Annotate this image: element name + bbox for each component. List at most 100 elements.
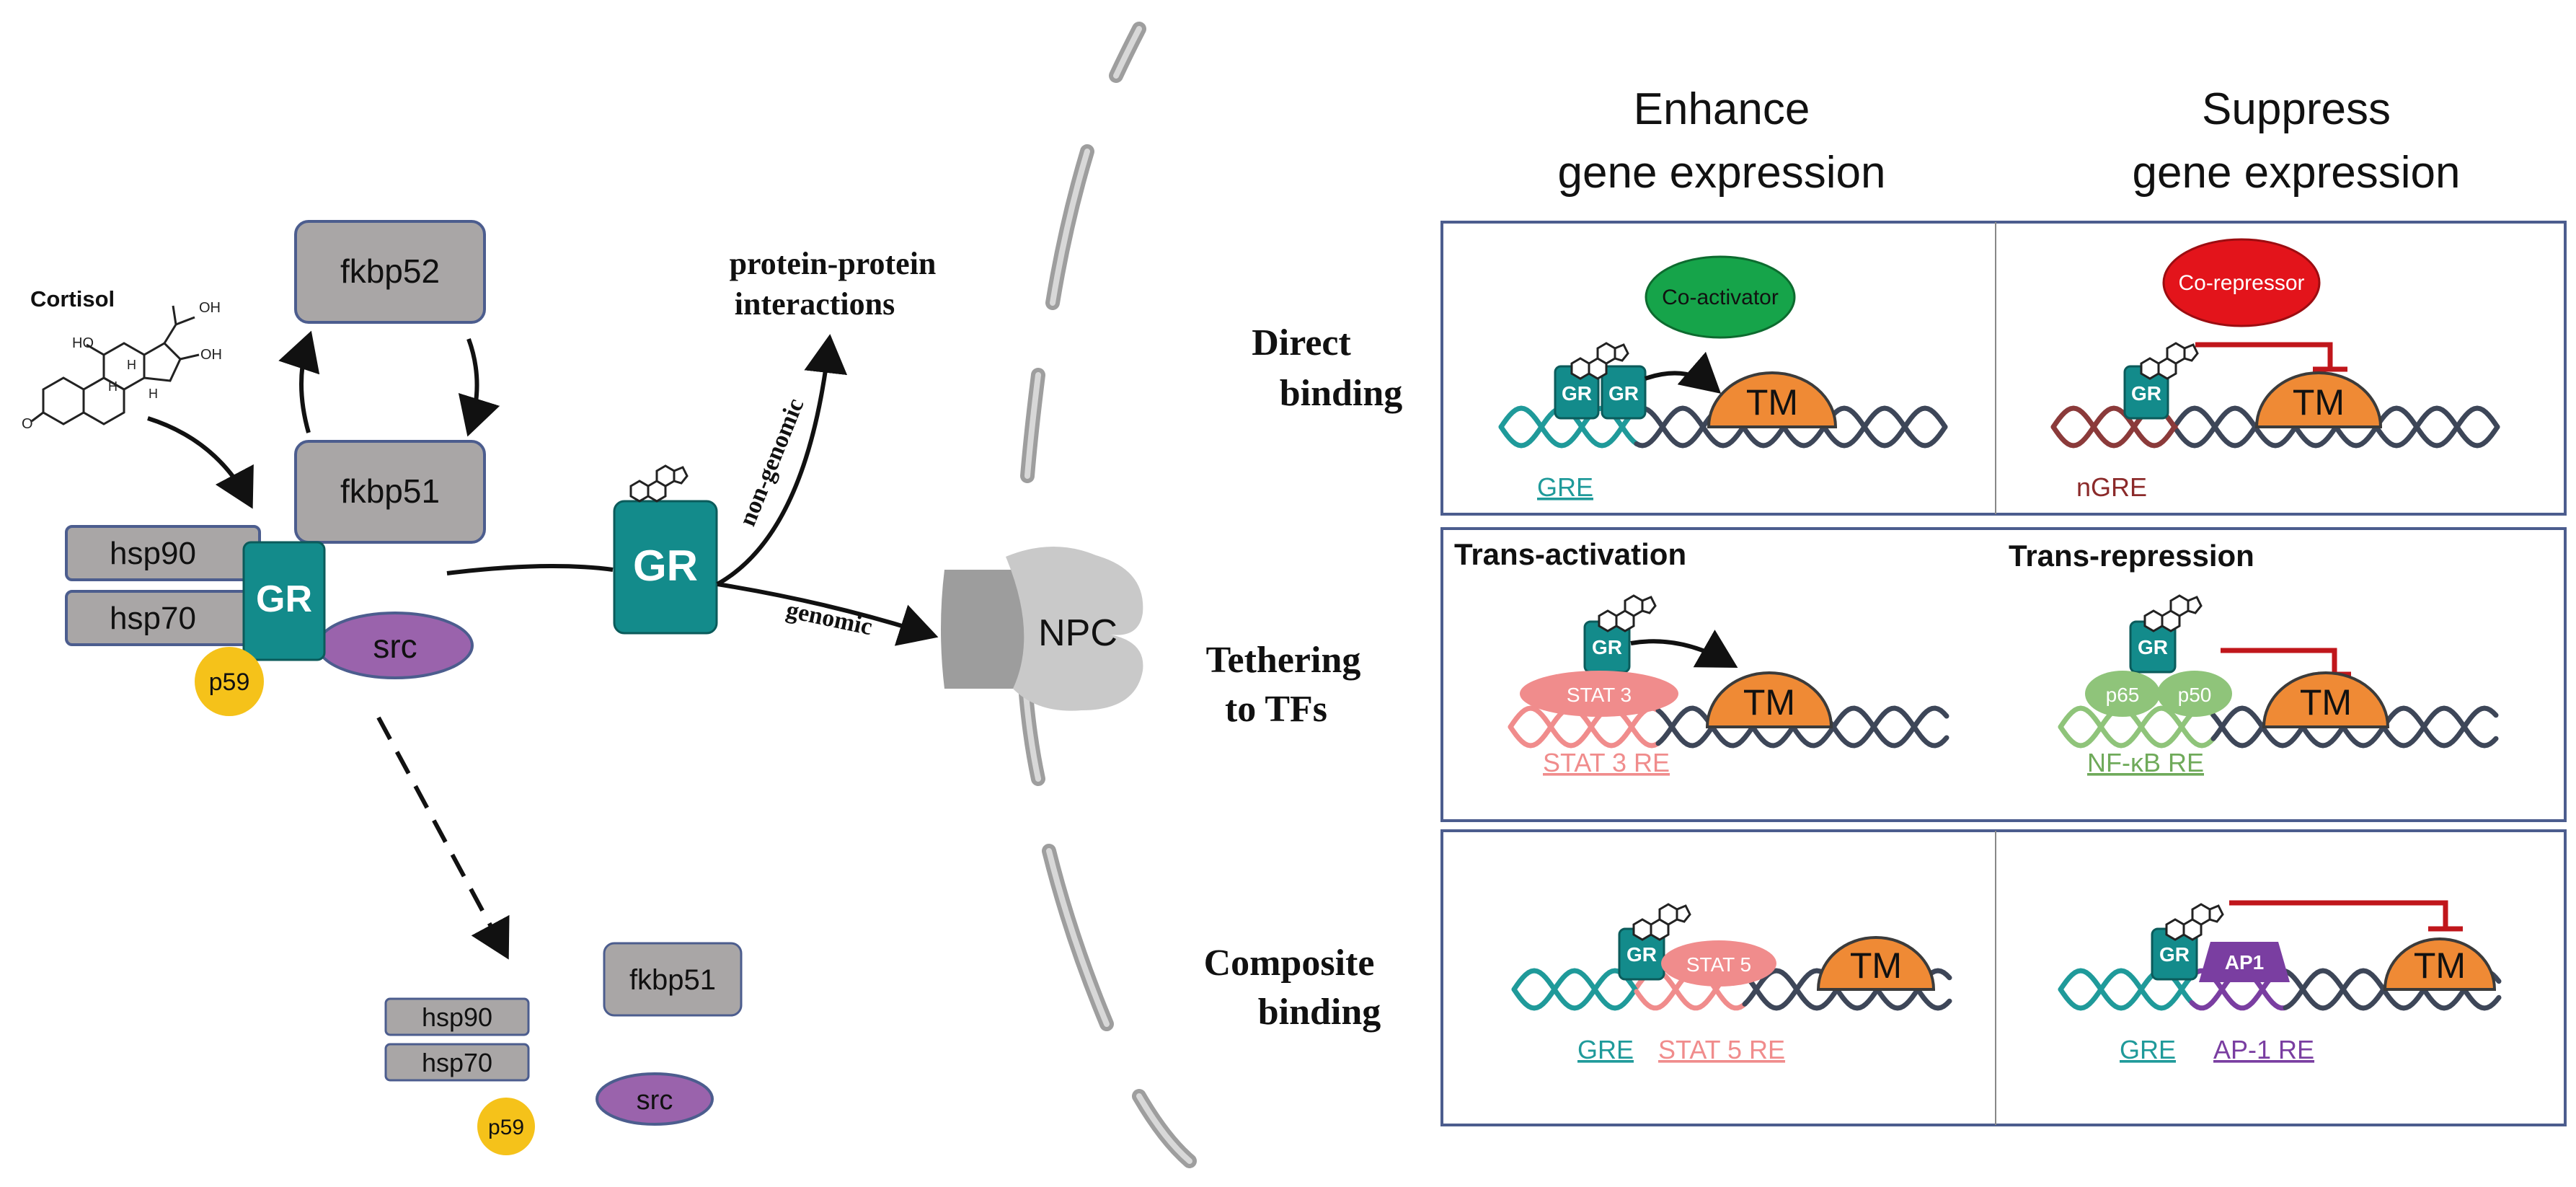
direct-tm1-label: TM [1746, 382, 1798, 423]
fkbp51-box: fkbp51 [294, 440, 486, 544]
genomic-arrow [717, 582, 939, 646]
composite-tm-suppress: TM [2383, 937, 2497, 991]
direct-gr3-label: GR [2131, 382, 2161, 405]
row-composite-line2: binding [1258, 992, 1381, 1033]
dissoc-src-label: src [637, 1085, 673, 1116]
dissoc-p59-label: p59 [488, 1116, 524, 1139]
composite-tm2-label: TM [2414, 945, 2466, 986]
trans-repression-label: Trans-repression [2009, 539, 2254, 573]
steroid-icon [629, 464, 689, 503]
gre-label: GRE [1537, 472, 1593, 502]
mol-ho: HO [72, 335, 94, 351]
direct-tm-suppress: TM [2254, 371, 2383, 428]
mol-oh-top: OH [199, 300, 221, 316]
suppress-title-line2: gene expression [2133, 148, 2461, 198]
hsp70-box: hsp70 [65, 590, 261, 646]
coactivator-ellipse: Co-activator [1645, 255, 1796, 339]
tether-gr2-label: GR [2138, 636, 2168, 658]
non-genomic-arrow [716, 334, 848, 586]
corepressor-ellipse: Co-repressor [2162, 238, 2321, 327]
stat3-re-label: STAT 3 RE [1543, 748, 1670, 777]
tether-steroid-icon-2 [2143, 594, 2203, 632]
genomic-label: genomic [784, 596, 875, 640]
cortisol-molecule: Cortisol HO OH OH O H H H [22, 286, 222, 432]
row-direct-line2: binding [1280, 373, 1403, 414]
npc-label: NPC [1038, 612, 1117, 654]
cortisol-label: Cortisol [30, 286, 115, 312]
tether-repression-line [2221, 648, 2351, 677]
hsp70-label: hsp70 [110, 601, 196, 636]
ppi-label-line1: protein-protein [730, 246, 937, 281]
composite-gr1: GR [1618, 927, 1665, 981]
non-genomic-label: non-genomic [734, 394, 809, 529]
direct-gr3: GR [2123, 365, 2169, 420]
fkbp-swap-arrow-down [458, 337, 500, 437]
ap1-trapezoid: AP1 [2199, 942, 2290, 982]
composite-gr2: GR [2151, 927, 2198, 981]
direct-tm2-label: TM [2293, 382, 2345, 423]
fkbp51-label: fkbp51 [340, 472, 440, 510]
direct-gr2: GR [1601, 365, 1647, 420]
mol-oh: OH [200, 347, 222, 363]
activation-arrow [446, 564, 614, 575]
gr-complex-label: GR [256, 578, 312, 620]
panel-composite [1440, 829, 2567, 1126]
fkbp-swap-arrow-up [278, 330, 320, 433]
direct-tm-enhance: TM [1707, 371, 1838, 428]
mol-h2: H [127, 358, 136, 372]
composite-steroid-icon-2 [2165, 903, 2224, 941]
p65-ellipse: p65 [2085, 671, 2160, 717]
p59-label: p59 [209, 668, 250, 696]
tether-activation-arrow [1630, 630, 1738, 668]
nfkb-re-label: NF-κB RE [2087, 748, 2204, 777]
npc-pore: NPC [941, 546, 1143, 711]
composite-steroid-icon [1632, 903, 1691, 941]
dissoc-hsp90-label: hsp90 [422, 1002, 492, 1032]
tether-gr1-label: GR [1592, 636, 1622, 658]
p50-label: p50 [2178, 684, 2212, 706]
ap1-re-label: AP-1 RE [2213, 1035, 2314, 1064]
ap1-label: AP1 [2225, 951, 2264, 974]
enhance-title-line1: Enhance [1634, 84, 1810, 134]
stat5-ellipse: STAT 5 [1661, 940, 1776, 987]
cortisol-binding-arrow [147, 416, 254, 509]
dissoc-hsp70-box: hsp70 [384, 1043, 530, 1082]
composite-repression-line [2229, 900, 2463, 932]
suppress-title-line1: Suppress [2202, 84, 2391, 134]
gr-complex: GR [242, 541, 326, 661]
panel-tether [1440, 527, 2567, 822]
gr-free: GR [613, 464, 718, 635]
composite-gr2-label: GR [2159, 943, 2190, 966]
composite-gre1-label: GRE [1577, 1035, 1634, 1064]
fkbp52-label: fkbp52 [340, 252, 440, 290]
direct-steroid-icon-2 [2140, 342, 2199, 380]
row-direct-line1: Direct [1252, 322, 1351, 363]
direct-gr1-label: GR [1562, 382, 1592, 405]
fkbp52-box: fkbp52 [294, 220, 486, 324]
dissoc-fkbp51-box: fkbp51 [603, 942, 743, 1017]
mol-h1: H [108, 379, 118, 394]
stat5-re-label: STAT 5 RE [1658, 1035, 1785, 1064]
composite-tm1-label: TM [1850, 945, 1902, 986]
stat3-ellipse: STAT 3 [1520, 671, 1678, 717]
p59-circle: p59 [195, 647, 264, 716]
composite-tm-enhance: TM [1816, 936, 1936, 991]
tether-tm-enhance: TM [1705, 671, 1833, 728]
enhance-title-line2: gene expression [1558, 148, 1886, 198]
row-composite-line1: Composite [1204, 943, 1375, 984]
direct-repression-line [2195, 342, 2347, 372]
panel-direct [1440, 221, 2567, 516]
direct-gr2-label: GR [1608, 382, 1639, 405]
dissoc-src-ellipse: src [596, 1072, 714, 1126]
direct-gr1: GR [1554, 365, 1600, 420]
stat3-label: STAT 3 [1567, 684, 1632, 706]
stat5-label: STAT 5 [1686, 953, 1751, 976]
tether-steroid-icon [1598, 594, 1657, 632]
dissoc-p59-circle: p59 [477, 1098, 535, 1155]
p50-ellipse: p50 [2157, 671, 2232, 717]
tether-tm2-label: TM [2300, 682, 2352, 723]
dissociation-arrow [376, 716, 510, 960]
composite-gre2-label: GRE [2120, 1035, 2176, 1064]
ppi-label-line2: interactions [735, 286, 895, 322]
gr-free-label: GR [633, 542, 698, 590]
